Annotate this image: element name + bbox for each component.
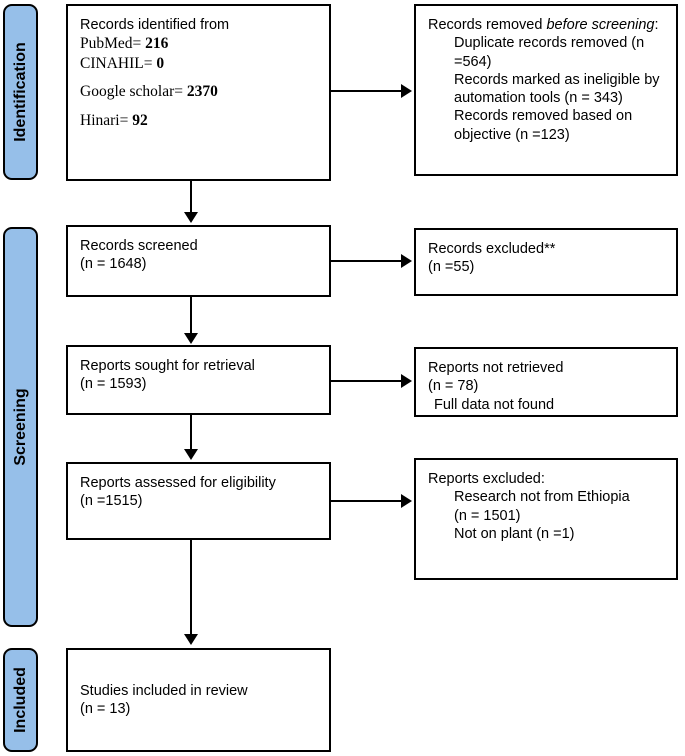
- records-identified-pubmed: PubMed= 216: [80, 35, 169, 53]
- box-reports-not-retrieved: Reports not retrieved (n = 78) Full data…: [414, 347, 678, 417]
- reports-excluded-item-not-plant: Not on plant (n =1): [454, 525, 575, 542]
- reports-not-retrieved-line2: (n = 78): [428, 378, 479, 395]
- connector-sought-to-assessed: [190, 415, 192, 451]
- arrowhead-identified-to-screened: [184, 212, 198, 223]
- records-excluded-line2: (n =55): [428, 259, 475, 276]
- spacer: [80, 73, 317, 82]
- reports-assessed-line1: Reports assessed for eligibility: [80, 475, 276, 491]
- reports-sought-line1: Reports sought for retrieval: [80, 358, 255, 374]
- studies-included-line2: (n = 13): [80, 701, 131, 717]
- arrowhead-identified-to-removed: [401, 84, 412, 98]
- records-removed-heading: Records removed before screening:: [428, 17, 659, 33]
- connector-screened-to-excluded: [331, 260, 403, 262]
- connector-assessed-to-excluded: [331, 500, 403, 502]
- records-excluded-line1: Records excluded**: [428, 241, 556, 257]
- box-reports-sought-for-retrieval: Reports sought for retrieval (n = 1593): [66, 345, 331, 415]
- records-removed-item-objective: Records removed based on objective (n =1…: [454, 108, 633, 143]
- box-studies-included-in-review: Studies included in review (n = 13): [66, 648, 331, 752]
- records-identified-heading: Records identified from: [80, 17, 230, 33]
- reports-assessed-line2: (n =1515): [80, 493, 143, 510]
- connector-identified-to-removed: [331, 90, 403, 92]
- connector-assessed-to-included: [190, 540, 192, 636]
- arrowhead-assessed-to-included: [184, 634, 198, 645]
- reports-not-retrieved-line3: Full data not found: [434, 396, 555, 413]
- arrowhead-screened-to-sought: [184, 333, 198, 344]
- arrowhead-screened-to-excluded: [401, 254, 412, 268]
- records-identified-google-scholar: Google scholar= 2370: [80, 83, 218, 101]
- reports-not-retrieved-line1: Reports not retrieved: [428, 360, 564, 376]
- stage-label-included: Included: [11, 667, 29, 733]
- box-records-identified: Records identified from PubMed= 216 CINA…: [66, 4, 331, 181]
- records-removed-item-automation: Records marked as ineligible by automati…: [454, 71, 660, 107]
- reports-excluded-item-count: (n = 1501): [454, 507, 521, 524]
- records-removed-item-duplicates: Duplicate records removed (n =564): [454, 35, 645, 70]
- arrowhead-sought-to-not-retrieved: [401, 374, 412, 388]
- connector-screened-to-sought: [190, 297, 192, 335]
- stage-bar-identification: Identification: [3, 4, 38, 180]
- box-records-excluded: Records excluded** (n =55): [414, 228, 678, 296]
- arrowhead-assessed-to-excluded: [401, 494, 412, 508]
- reports-excluded-heading: Reports excluded:: [428, 471, 545, 487]
- records-screened-line2: (n = 1648): [80, 256, 147, 273]
- reports-sought-line2: (n = 1593): [80, 376, 147, 393]
- records-identified-hinari: Hinari= 92: [80, 111, 148, 129]
- stage-bar-screening: Screening: [3, 227, 38, 627]
- studies-included-line1: Studies included in review: [80, 682, 248, 699]
- box-records-removed-before-screening: Records removed before screening: Duplic…: [414, 4, 678, 176]
- box-records-screened: Records screened (n = 1648): [66, 225, 331, 297]
- stage-label-screening: Screening: [11, 388, 29, 466]
- stage-label-identification: Identification: [11, 42, 29, 142]
- records-screened-line1: Records screened: [80, 238, 198, 254]
- box-reports-excluded: Reports excluded: Research not from Ethi…: [414, 458, 678, 580]
- connector-sought-to-not-retrieved: [331, 380, 403, 382]
- records-identified-cinahil: CINAHIL= 0: [80, 54, 165, 72]
- reports-excluded-item-not-ethiopia: Research not from Ethiopia: [454, 489, 630, 506]
- spacer: [80, 102, 317, 111]
- stage-bar-included: Included: [3, 648, 38, 752]
- box-reports-assessed-for-eligibility: Reports assessed for eligibility (n =151…: [66, 462, 331, 540]
- connector-identified-to-screened: [190, 181, 192, 214]
- arrowhead-sought-to-assessed: [184, 449, 198, 460]
